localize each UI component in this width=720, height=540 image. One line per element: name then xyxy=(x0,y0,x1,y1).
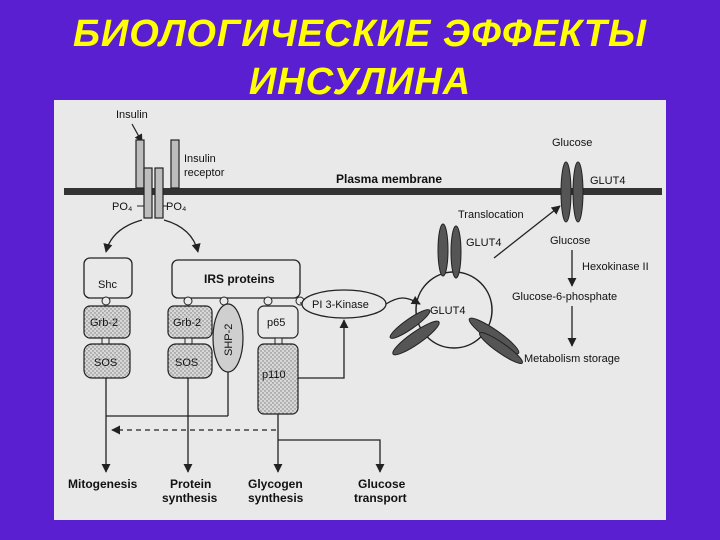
to-glucose-transport-arrow xyxy=(278,439,385,473)
sos-left-label: SOS xyxy=(94,357,117,369)
p110-to-pi3k-arrow xyxy=(298,319,349,379)
sos-left-box xyxy=(83,343,131,379)
p110-label: p110 xyxy=(262,369,286,381)
glut4-membrane-transporter xyxy=(560,161,584,223)
output-glycogen-2: synthesis xyxy=(248,491,304,505)
diagram-svg: Plasma membrane Insulin Insulin receptor… xyxy=(64,109,662,505)
g6p-label: Glucose-6-phosphate xyxy=(512,291,617,303)
output-protein-2: synthesis xyxy=(162,491,218,505)
sos-mid-box xyxy=(167,343,213,379)
link-squares xyxy=(101,337,283,345)
shc-label: Shc xyxy=(98,279,117,291)
shc-box xyxy=(83,257,133,299)
insulin-label: Insulin xyxy=(116,109,148,121)
output-protein-1: Protein xyxy=(170,477,211,491)
output-glucose-2: transport xyxy=(354,491,407,505)
output-glycogen-1: Glycogen xyxy=(248,477,303,491)
phospho-sites xyxy=(101,296,305,306)
translocation-arrow xyxy=(493,205,561,259)
grb2-mid-label: Grb-2 xyxy=(173,317,201,329)
shp2-label: SHP-2 xyxy=(223,324,235,356)
po4-left-label: PO₄ xyxy=(112,201,133,213)
receptor-to-shc-arrow xyxy=(103,219,143,253)
insulin-arrow xyxy=(131,123,143,143)
irs-label: IRS proteins xyxy=(204,272,275,286)
metabolism-label: Metabolism storage xyxy=(524,353,620,365)
receptor-to-irs-arrow xyxy=(163,219,201,253)
glut4-membrane-label: GLUT4 xyxy=(590,175,625,187)
irs-box xyxy=(171,259,301,299)
output-glucose-1: Glucose xyxy=(358,477,406,491)
glut4-vesicle-transporters xyxy=(389,223,523,364)
hexokinase-label: Hexokinase II xyxy=(582,261,649,273)
slide-title-line2: ИНСУЛИНА xyxy=(248,61,472,103)
pi3k-label: PI 3-Kinase xyxy=(312,299,369,311)
pi3k-to-vesicle-arrow xyxy=(385,295,421,305)
receptor-label-2: receptor xyxy=(184,167,225,179)
glucose-inside-label: Glucose xyxy=(550,235,590,247)
po4-right-label: PO₄ xyxy=(166,201,187,213)
p65-label: p65 xyxy=(267,317,285,329)
glucose-outside-label: Glucose xyxy=(552,137,592,149)
translocation-label: Translocation xyxy=(458,209,524,221)
receptor-label-1: Insulin xyxy=(184,153,216,165)
output-pathway-lines xyxy=(105,372,279,426)
insulin-receptor xyxy=(135,139,180,219)
glut4-vesicle-label: GLUT4 xyxy=(430,305,465,317)
slide-title-line1: БИОЛОГИЧЕСКИЕ ЭФФЕКТЫ xyxy=(73,13,647,55)
sos-mid-label: SOS xyxy=(175,357,198,369)
glut4-translocation-label: GLUT4 xyxy=(466,237,501,249)
insulin-signaling-diagram: Plasma membrane Insulin Insulin receptor… xyxy=(54,100,666,520)
output-mitogenesis: Mitogenesis xyxy=(68,477,138,491)
plasma-membrane-label: Plasma membrane xyxy=(336,172,442,186)
grb2-left-label: Grb-2 xyxy=(90,317,118,329)
plasma-membrane xyxy=(64,188,662,195)
